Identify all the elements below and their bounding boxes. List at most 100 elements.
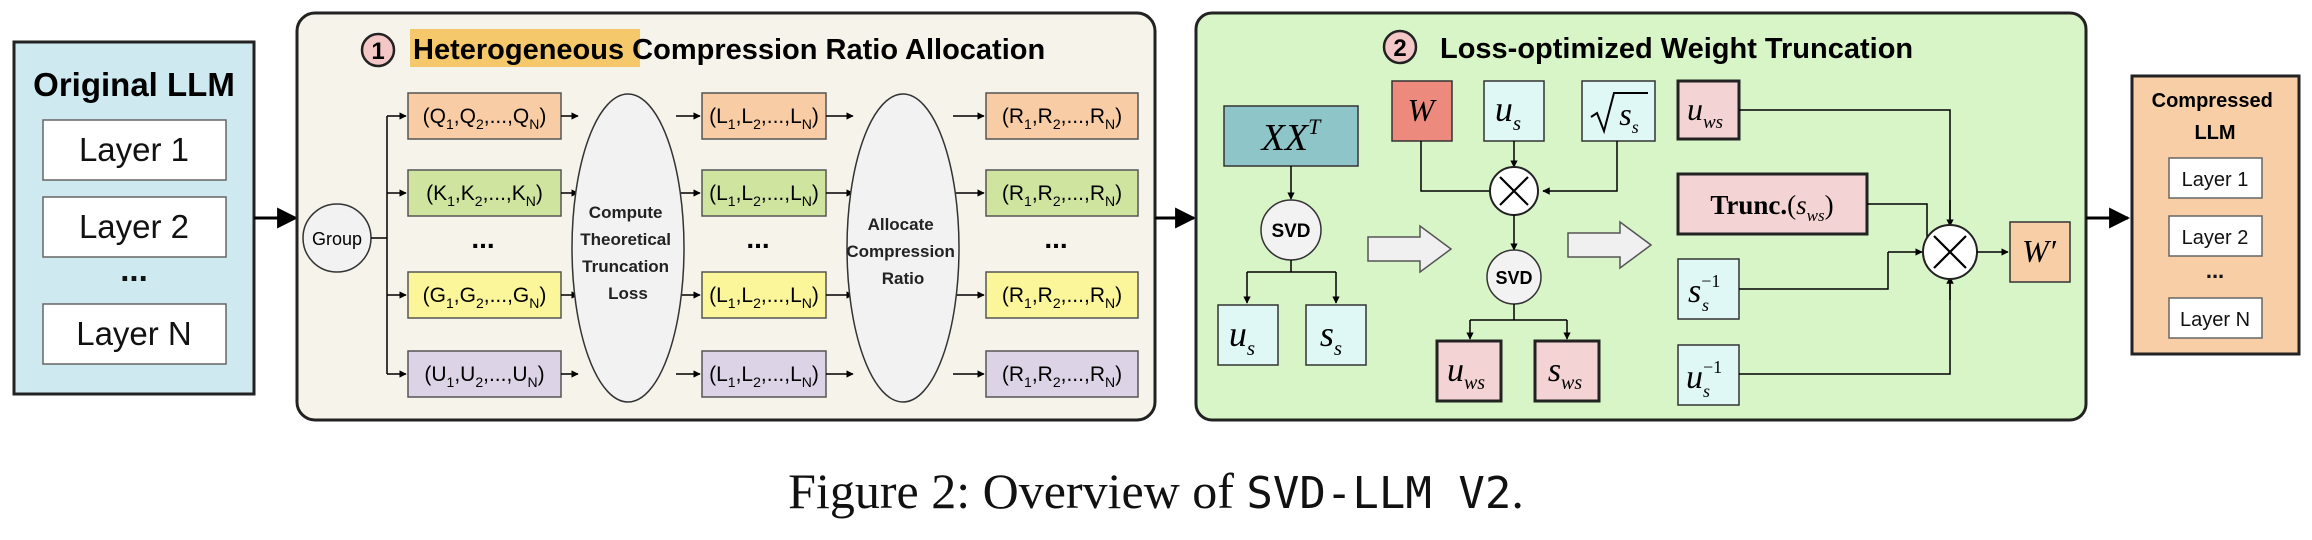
allocate-ratio-line-2: Compression bbox=[846, 242, 955, 261]
stage2-title: Loss-optimized Weight Truncation bbox=[1440, 33, 1913, 65]
loss-tuple-row-4: (L1,L2,...,LN) bbox=[709, 363, 819, 390]
loss-box-row-4: (L1,L2,...,LN) bbox=[701, 350, 827, 398]
compute-loss-line-3: Truncation bbox=[582, 257, 669, 276]
uws-1-base: u bbox=[1447, 352, 1464, 389]
xxt-label: XXT bbox=[1260, 114, 1322, 159]
us-inv-sub: s bbox=[1703, 381, 1710, 401]
compute-loss-line-4: Loss bbox=[608, 284, 648, 303]
group-tuple-row-1: (Q1,Q2,...,QN) bbox=[423, 105, 547, 132]
allocate-ratio-label: Allocate Compression Ratio bbox=[846, 215, 959, 288]
compressed-layer-2-label: Layer 2 bbox=[2182, 227, 2249, 249]
original-layer-1-label: Layer 1 bbox=[79, 131, 189, 168]
wprime-box: W′ bbox=[2009, 221, 2071, 283]
multiply-icon-1 bbox=[1499, 176, 1529, 206]
lines-into-mul1 bbox=[1420, 141, 1618, 192]
group-box-row-1: (Q1,Q2,...,QN) bbox=[407, 92, 562, 140]
svd-node-1-label: SVD bbox=[1271, 221, 1310, 242]
allocate-ratio-node: Allocate Compression Ratio bbox=[846, 93, 960, 403]
svd2-split-lines bbox=[1470, 304, 1567, 321]
ratio-box-row-3: (R1,R2,...,RN) bbox=[985, 271, 1139, 319]
allocate-ratio-line-1: Allocate bbox=[868, 215, 934, 234]
sws-base: s bbox=[1548, 352, 1561, 389]
ratio-tuple-row-1: (R1,R2,...,RN) bbox=[1002, 105, 1122, 132]
stage1-loss-ellipsis: ... bbox=[746, 223, 769, 254]
group-tuple-row-4: (U1,U2,...,UN) bbox=[424, 363, 544, 390]
trunc-word: Trunc. bbox=[1710, 190, 1787, 220]
xxt-superscript: T bbox=[1308, 114, 1322, 139]
ss-box-1: ss bbox=[1305, 304, 1367, 366]
group-box-row-4: (U1,U2,...,UN) bbox=[407, 350, 562, 398]
hollow-arrow-1 bbox=[1367, 224, 1453, 274]
ss-box-1-label: ss bbox=[1320, 314, 1342, 360]
group-tuple-row-2: (K1,K2,...,KN) bbox=[426, 182, 543, 209]
stage1-title-highlight: Heterogeneous bbox=[413, 34, 624, 66]
stage1-title-rest: Compression Ratio Allocation bbox=[624, 34, 1045, 66]
w-box: W bbox=[1391, 80, 1453, 142]
us-box-2: us bbox=[1483, 80, 1545, 142]
stage1-rows: (Q1,Q2,...,QN) (L1,L2,...,LN) (R1,R2,...,R… bbox=[407, 92, 1139, 398]
sqrt-ss-sub: s bbox=[1632, 117, 1639, 137]
group-fanout-lines bbox=[371, 116, 388, 374]
caption-code: SVD-LLM V2 bbox=[1246, 468, 1512, 519]
sws-box-label: sws bbox=[1548, 352, 1583, 394]
original-layer-2: Layer 2 bbox=[42, 196, 227, 258]
sqrt-ss-box: ss bbox=[1581, 80, 1656, 142]
us-box-2-label: us bbox=[1495, 89, 1521, 135]
us-box-1: us bbox=[1217, 304, 1279, 366]
uws-box-2-label: uws bbox=[1687, 91, 1723, 133]
svd-node-2-label: SVD bbox=[1495, 268, 1532, 288]
multiply-node-2 bbox=[1922, 224, 1978, 280]
original-layer-2-label: Layer 2 bbox=[79, 208, 189, 245]
ratio-tuple-row-4: (R1,R2,...,RN) bbox=[1002, 363, 1122, 390]
sws-box: sws bbox=[1533, 339, 1601, 403]
sqrt-ss-base: s bbox=[1619, 96, 1631, 132]
compressed-title-line-2: LLM bbox=[2194, 122, 2235, 144]
ss-inv-sub: s bbox=[1702, 295, 1709, 315]
compressed-layer-n-label: Layer N bbox=[2180, 309, 2250, 331]
stage2-panel: 2 Loss-optimized Weight Truncation XXT S… bbox=[1194, 11, 2088, 422]
compute-loss-label: Compute Theoretical Truncation Loss bbox=[580, 203, 675, 303]
svd1-split-lines bbox=[1247, 260, 1336, 273]
xxt-base: XX bbox=[1260, 117, 1310, 159]
compressed-layer-1-label: Layer 1 bbox=[2182, 169, 2249, 191]
original-layer-ellipsis: ... bbox=[120, 251, 148, 288]
compressed-title-line-1: Compressed bbox=[2152, 90, 2273, 112]
group-box-row-3: (G1,G2,...,GN) bbox=[407, 271, 562, 319]
us-1-sub: s bbox=[1247, 336, 1255, 360]
stage1-title-highlight-bg bbox=[410, 29, 640, 67]
loss-box-row-3: (L1,L2,...,LN) bbox=[701, 271, 827, 319]
original-layer-n-label: Layer N bbox=[76, 315, 192, 352]
group-node: Group bbox=[302, 203, 372, 273]
xxt-box: XXT bbox=[1223, 105, 1359, 167]
stage1-panel: 1 Heterogeneous Compression Ratio Alloca… bbox=[295, 11, 1157, 422]
uws-box-1-label: uws bbox=[1447, 352, 1485, 394]
ss-inv-base: s bbox=[1688, 273, 1701, 310]
caption-prefix: Figure 2: Overview of bbox=[788, 463, 1247, 519]
original-layer-1: Layer 1 bbox=[42, 119, 227, 181]
loss-box-row-2: (L1,L2,...,LN) bbox=[701, 169, 827, 217]
us-1-base: u bbox=[1229, 314, 1247, 354]
us-inv-base: u bbox=[1686, 359, 1703, 396]
sqrt-ss-label: ss bbox=[1619, 96, 1638, 137]
group-box-row-2: (K1,K2,...,KN) bbox=[407, 169, 562, 217]
svd-node-2: SVD bbox=[1486, 249, 1542, 305]
compute-loss-node: Compute Theoretical Truncation Loss bbox=[571, 93, 685, 403]
sws-sub: ws bbox=[1561, 372, 1582, 394]
uws-box-1: uws bbox=[1435, 339, 1503, 403]
loss-tuple-row-3: (L1,L2,...,LN) bbox=[709, 284, 819, 311]
svd-node-1: SVD bbox=[1260, 199, 1322, 261]
stage1-badge-number: 1 bbox=[371, 38, 384, 65]
uws-2-base: u bbox=[1687, 91, 1703, 127]
compressed-title: Compressed LLM bbox=[2152, 90, 2279, 144]
group-tuple-row-3: (G1,G2,...,GN) bbox=[423, 284, 547, 311]
compressed-llm-panel: Compressed LLM Layer 1 Layer 2 ... Layer… bbox=[2130, 74, 2301, 356]
original-layer-n: Layer N bbox=[42, 303, 227, 365]
sqrt-radical-icon bbox=[1590, 92, 1648, 135]
ratio-box-row-4: (R1,R2,...,RN) bbox=[985, 350, 1139, 398]
stage1-title: Heterogeneous Compression Ratio Allocati… bbox=[413, 34, 1045, 66]
compressed-layer-2: Layer 2 bbox=[2168, 215, 2263, 257]
group-label: Group bbox=[312, 229, 362, 249]
